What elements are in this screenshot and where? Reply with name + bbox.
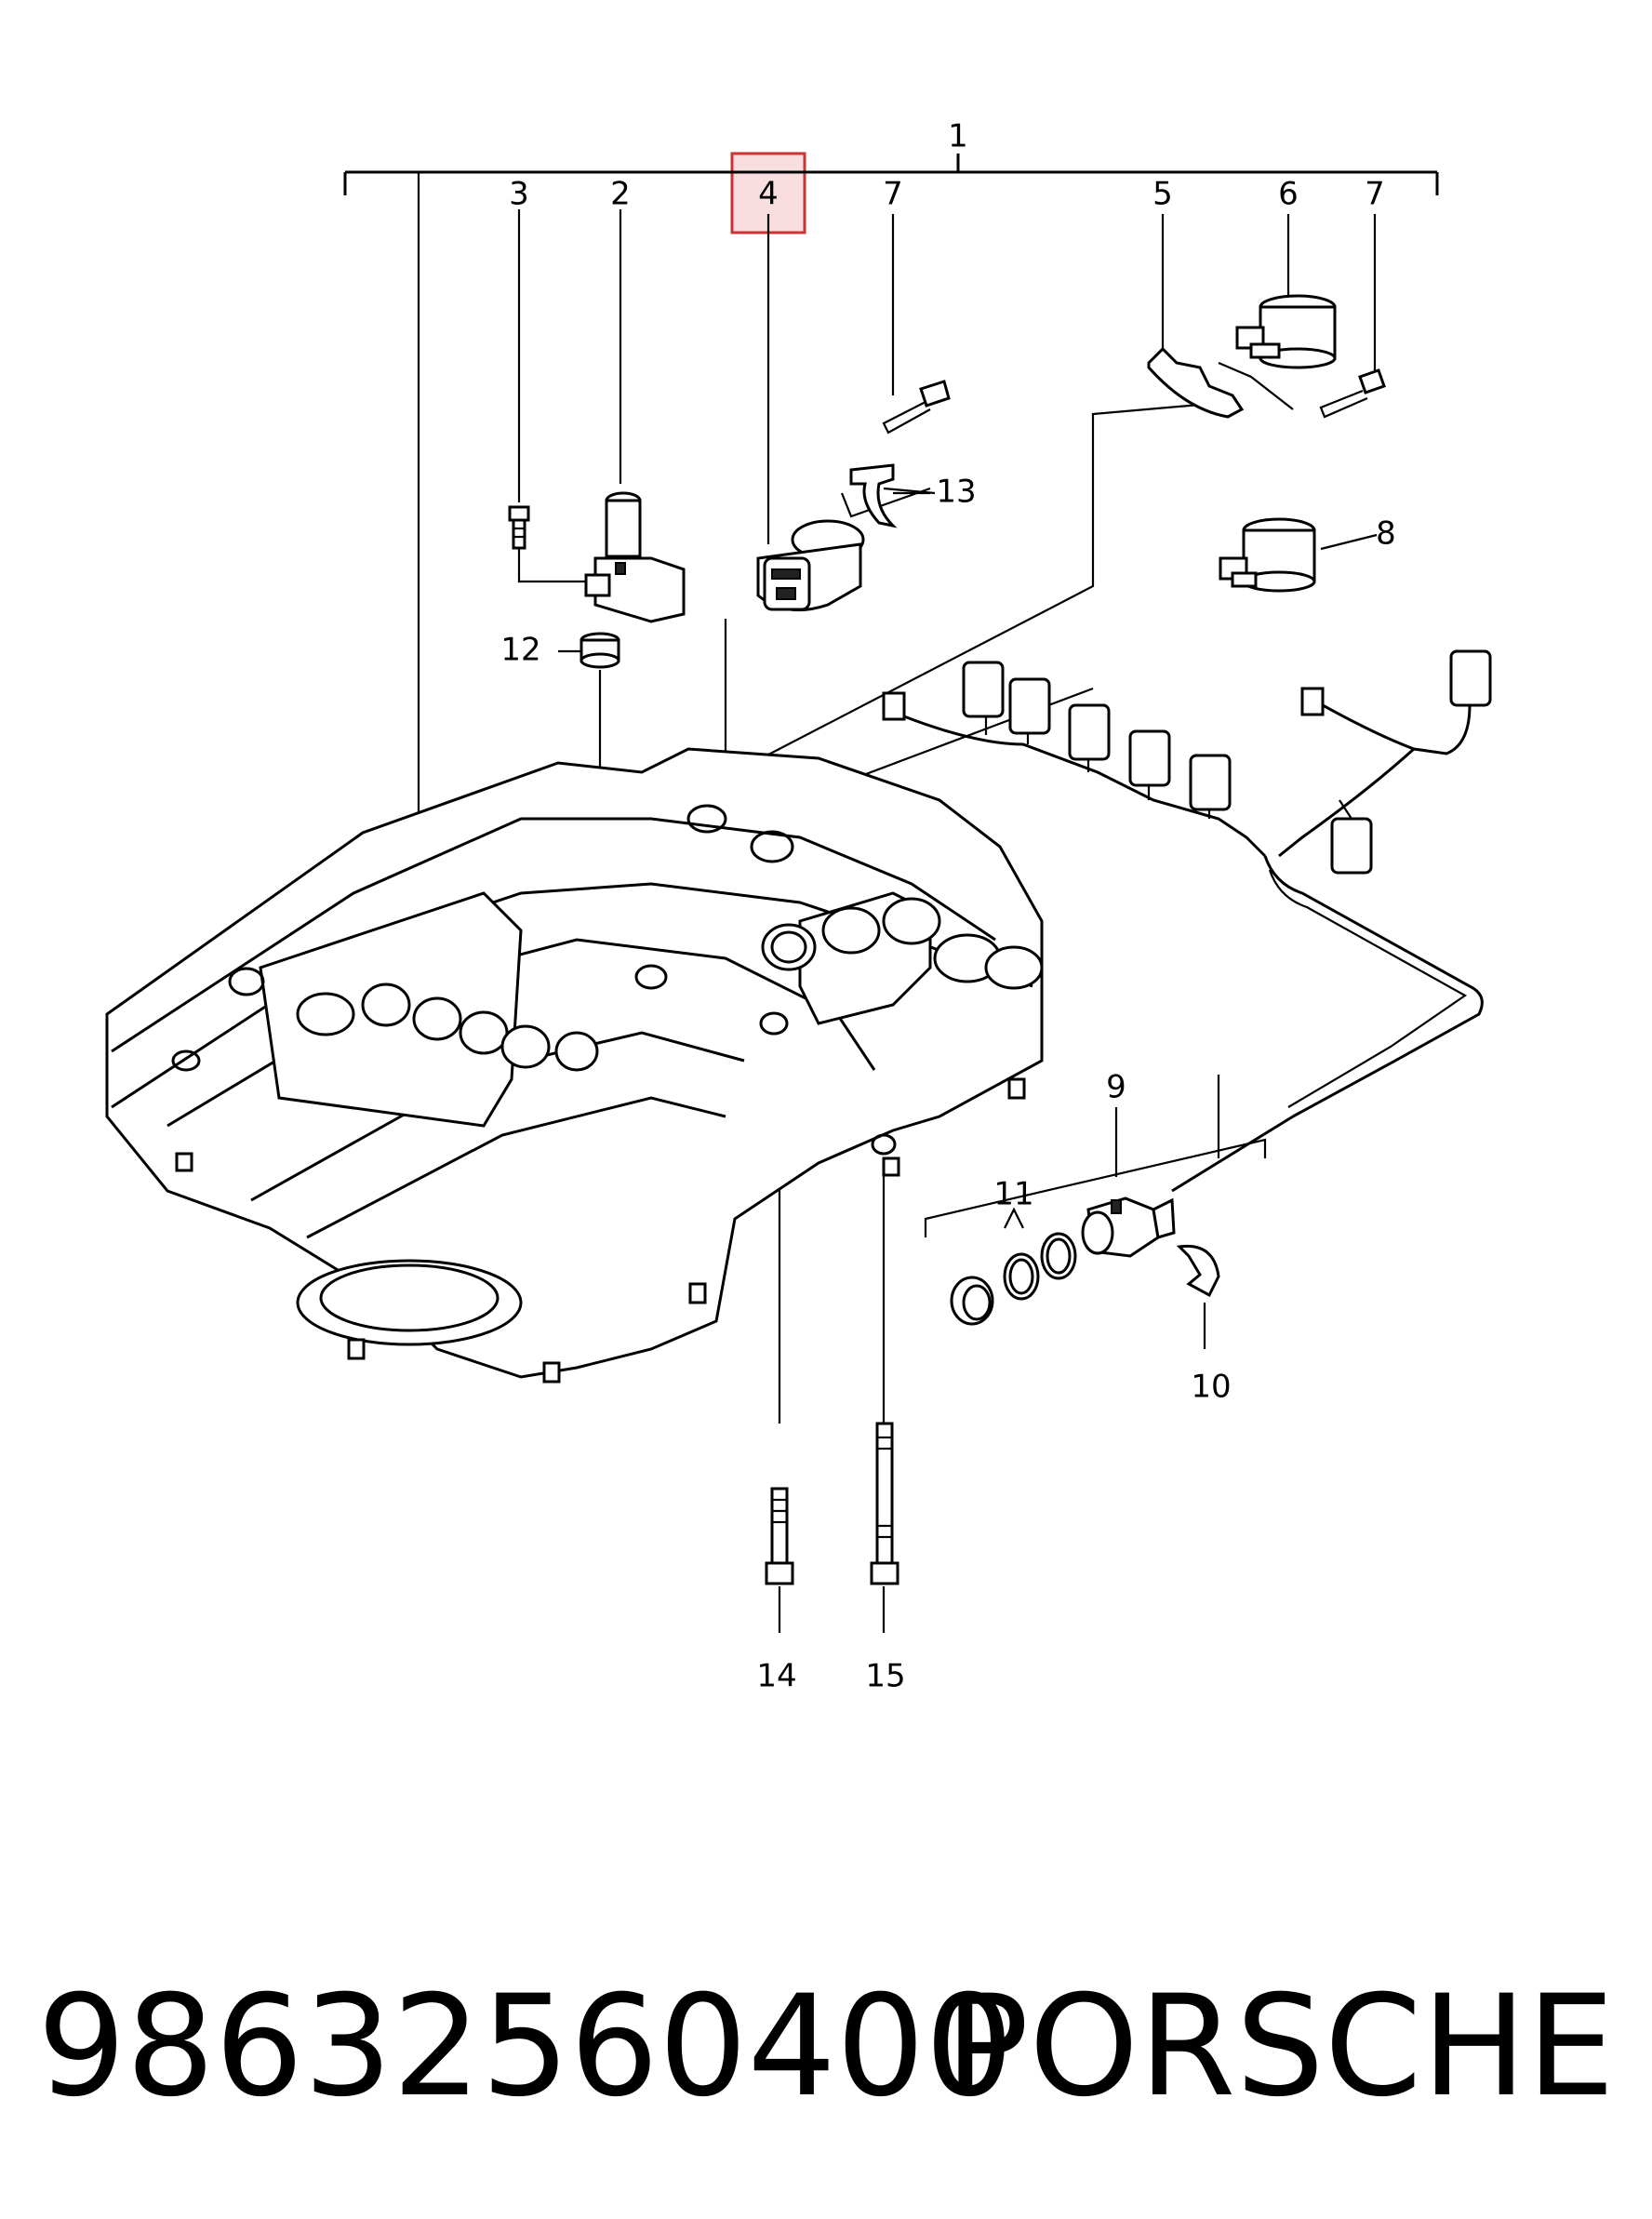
- o-rings-part-11: [1003, 1232, 1077, 1301]
- bolt-part-15: [870, 1422, 899, 1585]
- parts-diagram: 1 3 2 4 7 5 6 7 13 8 12 9 11 10 14 15: [105, 118, 1492, 1695]
- valve-body: [105, 747, 1044, 1384]
- callout-15: 15: [865, 1658, 905, 1695]
- bolt-part-14: [765, 1487, 794, 1585]
- bolt-part-7b: [1319, 368, 1386, 419]
- callout-6: 6: [1278, 176, 1299, 213]
- callout-13: 13: [936, 474, 976, 511]
- solenoid-part-8: [1219, 517, 1316, 593]
- callout-7b: 7: [1365, 176, 1385, 213]
- plate-part-5: [1147, 346, 1245, 419]
- footer: 98632560400 PORSCHE: [37, 1954, 1615, 2140]
- callout-14: 14: [756, 1658, 796, 1695]
- callout-1: 1: [948, 118, 968, 155]
- solenoid-part-2: [584, 491, 686, 623]
- callout-3: 3: [509, 176, 529, 213]
- bolt-part-3: [508, 505, 530, 550]
- bracket-item-1: [343, 154, 1439, 833]
- callout-10: 10: [1191, 1369, 1231, 1406]
- sensor-part-9: [1081, 1196, 1176, 1258]
- callout-11: 11: [993, 1176, 1033, 1213]
- solenoid-part-4: [756, 519, 865, 612]
- wiring-harness: [882, 649, 1492, 1193]
- sleeve-part-12: [580, 632, 620, 669]
- clip-part-10: [1176, 1244, 1220, 1298]
- callout-8: 8: [1376, 515, 1396, 553]
- callout-12: 12: [500, 632, 540, 669]
- cap-part: [950, 1276, 994, 1326]
- callout-4: 4: [758, 176, 779, 213]
- clip-part-13: [849, 463, 930, 528]
- callout-7a: 7: [883, 176, 903, 213]
- brand-name: PORSCHE: [944, 1966, 1615, 2128]
- bolt-part-7a: [882, 380, 951, 434]
- callout-9: 9: [1106, 1069, 1126, 1106]
- solenoid-part-6: [1235, 294, 1337, 369]
- part-number: 98632560400: [37, 1966, 1014, 2128]
- callout-5: 5: [1152, 176, 1173, 213]
- callout-2: 2: [610, 176, 631, 213]
